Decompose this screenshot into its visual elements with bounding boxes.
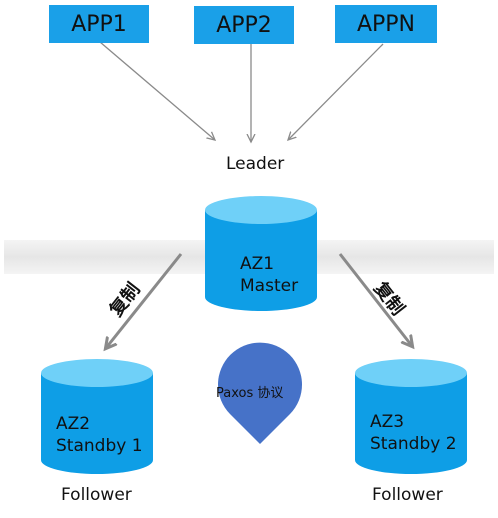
appn-box: APPN bbox=[335, 5, 437, 43]
app1-label: APP1 bbox=[71, 11, 127, 37]
master-cylinder bbox=[205, 196, 317, 311]
app2-box: APP2 bbox=[194, 6, 294, 44]
standby-left-zone: AZ2 bbox=[56, 414, 91, 434]
standby-left-cylinder bbox=[41, 359, 153, 474]
follower-left-label: Follower bbox=[61, 485, 132, 505]
app2-label: APP2 bbox=[216, 12, 272, 38]
replicate-left-arrow bbox=[106, 253, 183, 348]
standby-right-role: Standby 2 bbox=[370, 434, 457, 454]
standby-right-zone: AZ3 bbox=[370, 412, 405, 432]
master-zone: AZ1 bbox=[240, 254, 275, 274]
appn-label: APPN bbox=[356, 11, 416, 37]
leader-label: Leader bbox=[226, 154, 285, 174]
paxos-protocol-label: Paxos 协议 bbox=[216, 386, 284, 401]
master-role: Master bbox=[240, 276, 299, 296]
standby-right-text: AZ3 Standby 2 bbox=[370, 411, 457, 455]
paxos-pin-shape bbox=[218, 342, 302, 444]
appn-to-leader-arrow bbox=[288, 43, 384, 140]
replicate-right-arrow bbox=[338, 253, 412, 346]
standby-right-cylinder bbox=[355, 359, 467, 474]
app1-to-leader-arrow bbox=[99, 41, 215, 140]
standby-left-role: Standby 1 bbox=[56, 436, 143, 456]
master-text: AZ1 Master bbox=[240, 253, 298, 297]
standby-left-text: AZ2 Standby 1 bbox=[56, 413, 143, 457]
app1-box: APP1 bbox=[49, 5, 149, 43]
follower-right-label: Follower bbox=[372, 485, 443, 505]
